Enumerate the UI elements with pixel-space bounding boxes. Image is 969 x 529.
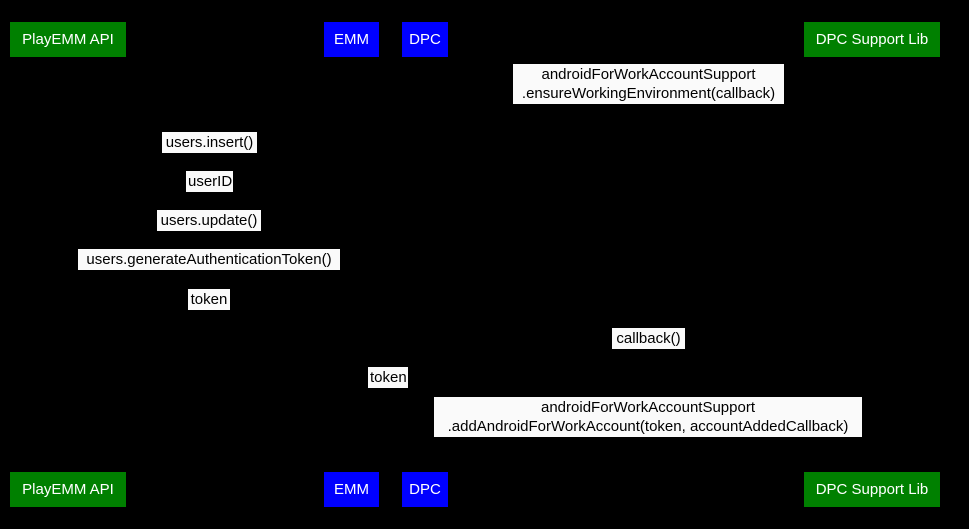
participant-emm-header[interactable]: EMM xyxy=(324,22,379,57)
message-label-users-generate-authentication-token: users.generateAuthenticationToken() xyxy=(78,249,340,270)
message-label-add-android-for-work-account: androidForWorkAccountSupport .addAndroid… xyxy=(434,397,862,437)
message-label-ensure-working-environment: androidForWorkAccountSupport .ensureWork… xyxy=(513,64,784,104)
participant-label: DPC xyxy=(409,31,441,48)
participant-label: DPC xyxy=(409,481,441,498)
participant-label: DPC Support Lib xyxy=(815,481,929,498)
participant-label: DPC Support Lib xyxy=(815,31,929,48)
participant-dpc-support-lib-header[interactable]: DPC Support Lib xyxy=(804,22,940,57)
message-label-user-id: userID xyxy=(186,171,233,192)
participant-label: EMM xyxy=(334,31,369,48)
message-label-callback: callback() xyxy=(612,328,685,349)
message-label-token-lower: token xyxy=(368,367,408,388)
participant-label: EMM xyxy=(334,481,369,498)
participant-playemm-api-header[interactable]: PlayEMM API xyxy=(10,22,126,57)
participant-emm-footer[interactable]: EMM xyxy=(324,472,379,507)
message-label-users-insert: users.insert() xyxy=(162,132,257,153)
participant-label: PlayEMM API xyxy=(22,481,114,498)
participant-dpc-support-lib-footer[interactable]: DPC Support Lib xyxy=(804,472,940,507)
participant-dpc-footer[interactable]: DPC xyxy=(402,472,448,507)
participant-playemm-api-footer[interactable]: PlayEMM API xyxy=(10,472,126,507)
message-label-users-update: users.update() xyxy=(157,210,261,231)
message-label-token-upper: token xyxy=(188,289,230,310)
participant-label: PlayEMM API xyxy=(22,31,114,48)
participant-dpc-header[interactable]: DPC xyxy=(402,22,448,57)
